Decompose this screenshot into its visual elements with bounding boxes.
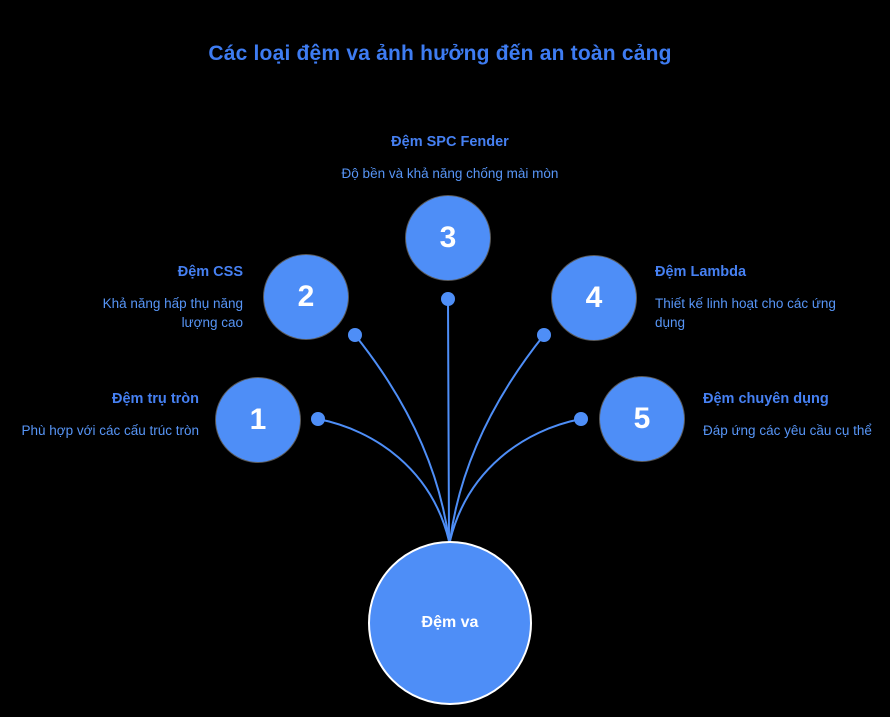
node-desc-2: Khả năng hấp thụ năng lượng cao (102, 296, 243, 330)
node-title-2: Đệm CSS (177, 264, 243, 280)
connector-dot-node3 (441, 292, 455, 306)
node-number-5: 5 (633, 402, 651, 435)
center-node-circle: Đệm va (368, 541, 532, 705)
node-label-2: Đệm CSS Khả năng hấp thụ năng lượng cao (63, 263, 243, 332)
node-title-3: Đệm SPC Fender (391, 134, 509, 150)
node-circle-4: 4 (552, 256, 636, 340)
node-circle-1: 1 (216, 378, 300, 462)
node-number-1: 1 (249, 403, 267, 436)
node-number-3: 3 (439, 221, 457, 254)
node-title-5: Đệm chuyên dụng (703, 391, 829, 407)
connector-node3 (447, 298, 450, 542)
node-label-5: Đệm chuyên dụng Đáp ứng các yêu cầu cụ t… (703, 390, 888, 440)
connector-node2 (354, 334, 450, 542)
node-label-3: Đệm SPC Fender Độ bền và khả năng chống … (150, 133, 750, 183)
connector-node5 (449, 418, 582, 542)
connector-dot-node1 (311, 412, 325, 426)
node-circle-3: 3 (406, 196, 490, 280)
node-desc-3: Độ bền và khả năng chống mài mòn (341, 166, 559, 181)
node-title-4: Đệm Lambda (655, 264, 747, 280)
node-circle-2: 2 (264, 255, 348, 339)
connector-dot-node4 (537, 328, 551, 342)
connector-dot-node2 (348, 328, 362, 342)
node-title-1: Đệm trụ tròn (112, 391, 199, 407)
node-desc-4: Thiết kế linh hoạt cho các ứng dụng (655, 296, 836, 330)
node-number-2: 2 (297, 280, 315, 313)
diagram-title: Các loại đệm va ảnh hưởng đến an toàn cả… (208, 42, 672, 65)
node-number-4: 4 (585, 281, 603, 314)
connector-node1 (317, 418, 450, 542)
node-desc-5: Đáp ứng các yêu cầu cụ thể (703, 423, 872, 438)
node-label-4: Đệm Lambda Thiết kế linh hoạt cho các ứn… (655, 263, 850, 332)
center-node-label: Đệm va (421, 614, 479, 631)
connector-node4 (449, 334, 545, 542)
node-label-1: Đệm trụ tròn Phù hợp với các cấu trúc tr… (0, 390, 199, 440)
node-desc-1: Phù hợp với các cấu trúc tròn (21, 423, 199, 438)
connector-dot-node5 (574, 412, 588, 426)
node-circle-5: 5 (600, 377, 684, 461)
